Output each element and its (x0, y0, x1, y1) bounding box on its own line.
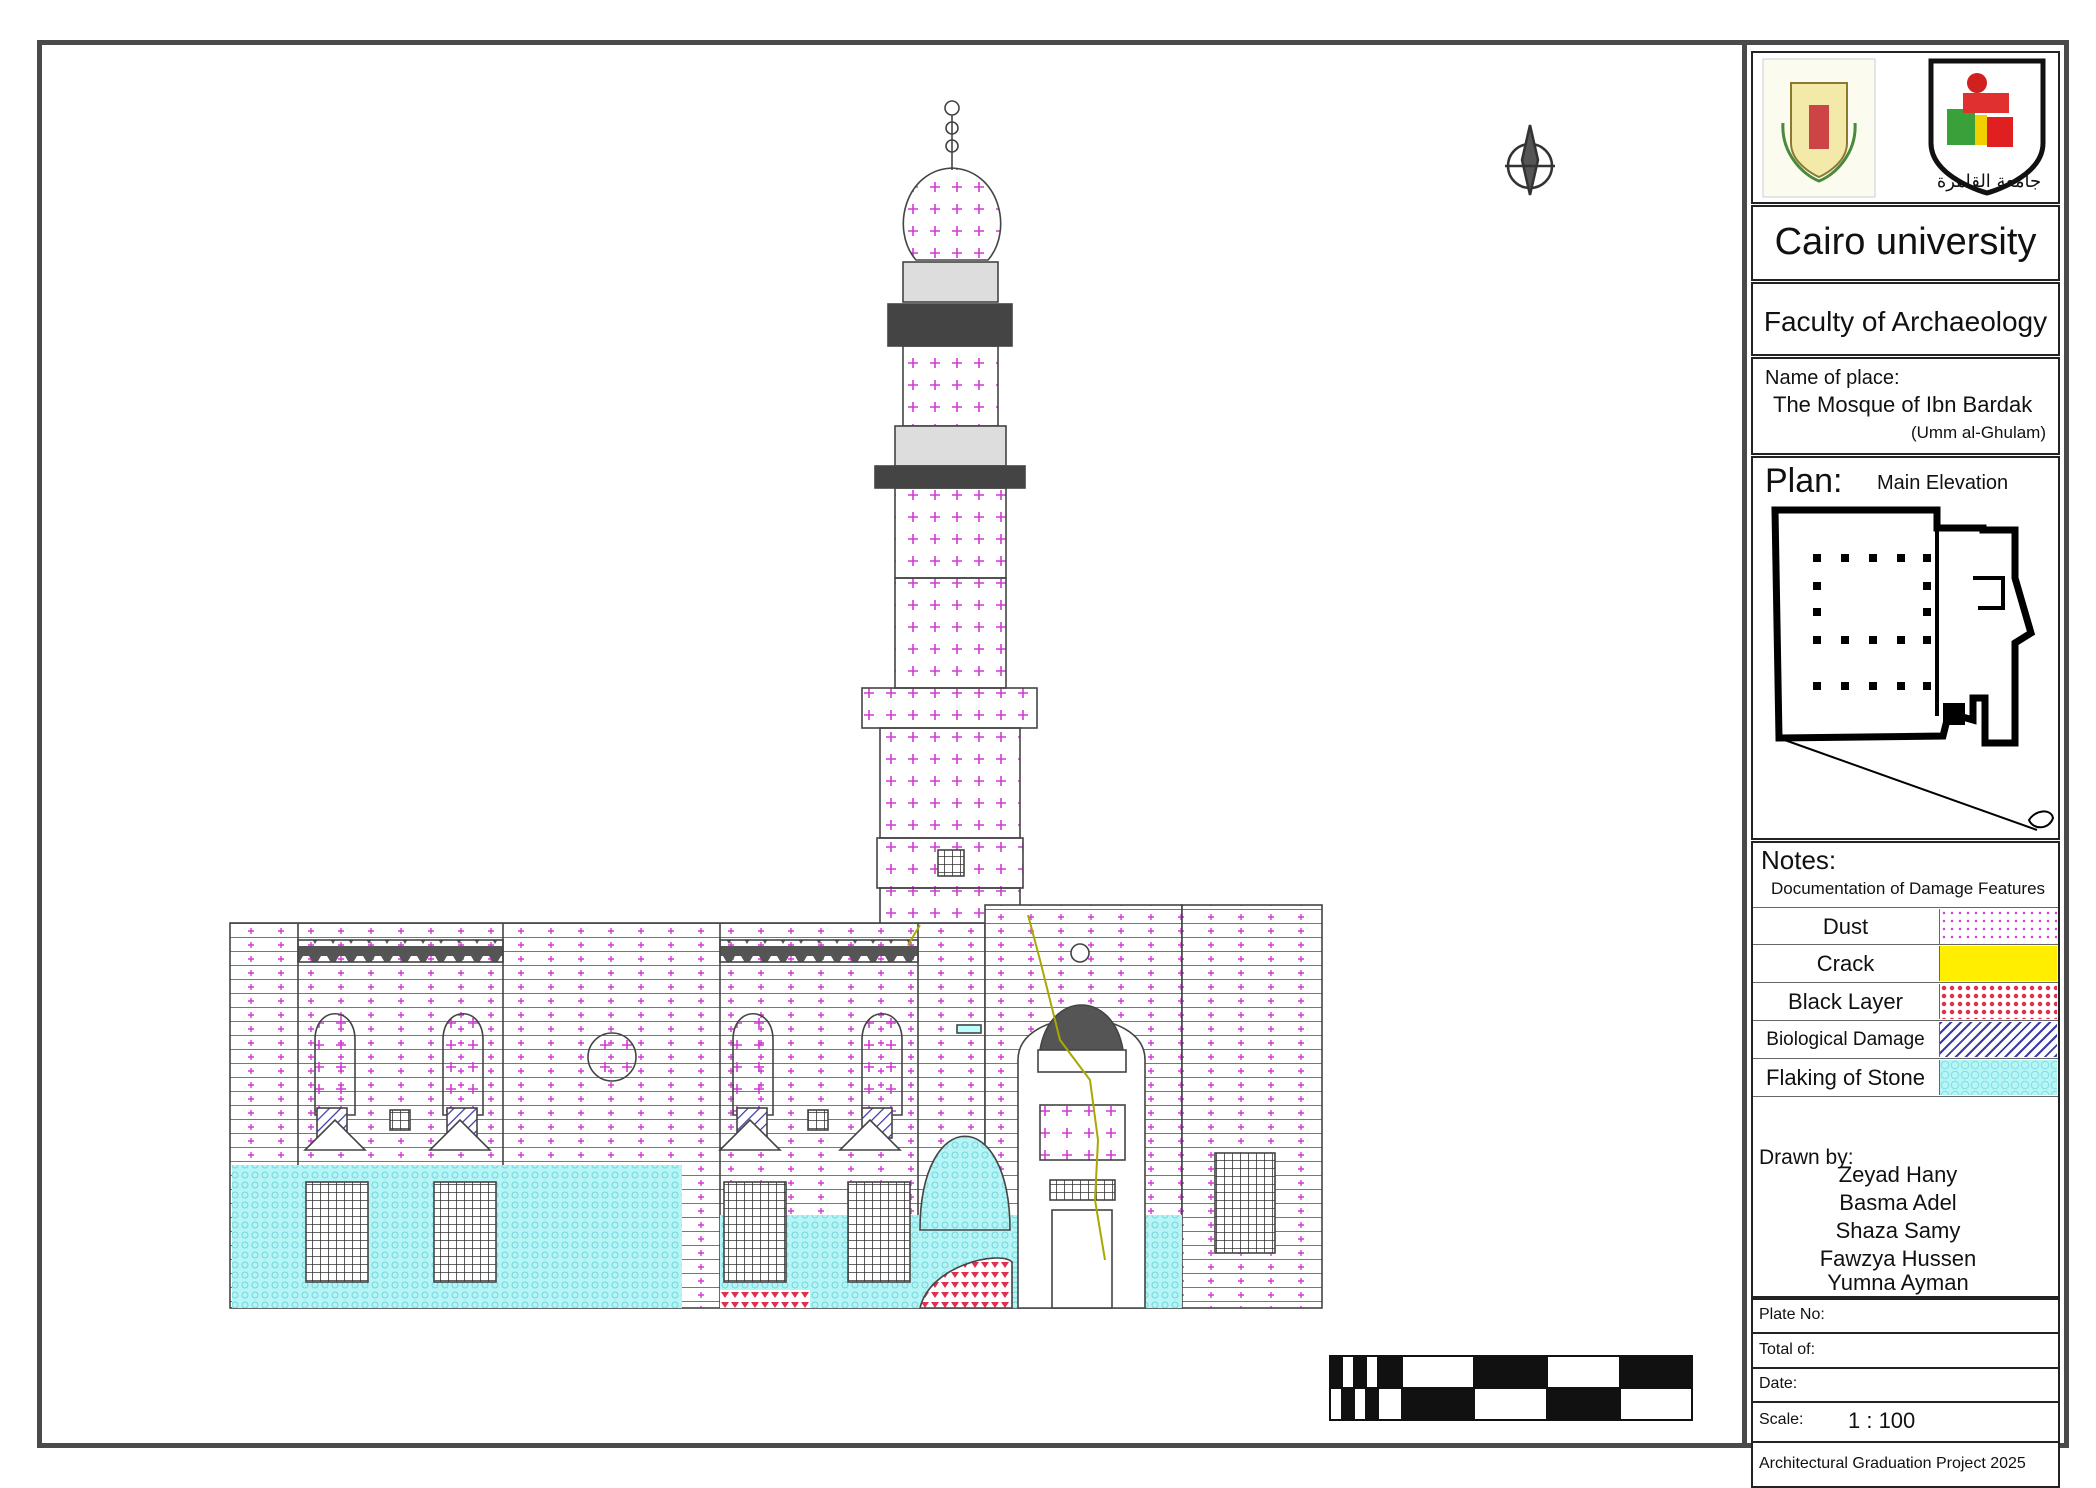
scale-bar (1329, 1355, 1693, 1421)
scale-label: Scale: (1759, 1411, 1804, 1428)
logos: جامعة القاهرة (1762, 58, 2046, 198)
elevation-drawing (229, 100, 1693, 1421)
scale-row: Scale: 1 : 100 (1753, 1403, 2058, 1443)
north-arrow-icon (1505, 124, 1555, 196)
faculty-panel: Faculty of Archaeology (1751, 282, 2060, 356)
drafter-name: Zeyad Hany (1838, 1162, 1958, 1187)
plan-view: Main Elevation (1877, 472, 2009, 494)
plan-label: Plan: (1765, 462, 1843, 500)
place-panel: Name of place: The Mosque of Ibn Bardak … (1751, 357, 2060, 455)
minaret (861, 100, 1038, 925)
site-plan-diagram (1771, 506, 2055, 831)
biological-swatch (1939, 1022, 2057, 1057)
legend-label: Dust (1822, 914, 1869, 939)
plate-label: Plate No: (1759, 1306, 1825, 1323)
flaking-swatch (1939, 1060, 2057, 1095)
drafter-name: Basma Adel (1839, 1190, 1957, 1215)
faculty-name: Faculty of Archaeology (1763, 306, 2048, 337)
drafter-name: Fawzya Hussen (1819, 1246, 1977, 1271)
legend-row-black-layer: Black Layer (1753, 983, 2058, 1021)
sheet-frame (37, 40, 2069, 1448)
legend-label: Black Layer (1788, 989, 1903, 1014)
university-panel: Cairo university (1751, 205, 2060, 281)
drawn-by-label: Drawn by: (1759, 1146, 1854, 1169)
crack-swatch (1939, 946, 2057, 981)
date-label: Date: (1759, 1375, 1798, 1392)
notes-label: Notes: (1761, 845, 1837, 875)
plate-info-panel: Plate No: Total of: Date: Scale: 1 : 100… (1751, 1298, 2060, 1488)
project-name: Architectural Graduation Project 2025 (1759, 1455, 2026, 1472)
drawn-by-panel: Drawn by: Zeyad Hany Basma Adel Shaza Sa… (1751, 1142, 2060, 1298)
legend-row-flaking: Flaking of Stone (1753, 1059, 2058, 1097)
legend-label: Flaking of Stone (1766, 1065, 1925, 1090)
place-alt-name: (Umm al-Ghulam) (1910, 423, 2046, 442)
logo-script: جامعة القاهرة (1937, 171, 2041, 192)
legend-label: Crack (1816, 951, 1875, 976)
legend-row-crack: Crack (1753, 945, 2058, 983)
cairo-university-logo (1928, 58, 2046, 196)
notes-panel: Notes: Documentation of Damage Features … (1751, 841, 2060, 1165)
project-row: Architectural Graduation Project 2025 (1753, 1443, 2058, 1486)
notes-text: Documentation of Damage Features (1771, 879, 2046, 898)
place-label: Name of place: (1765, 367, 1900, 389)
plan-panel: Plan: Main Elevation (1751, 456, 2060, 840)
total-label: Total of: (1759, 1341, 1816, 1358)
drafter-name: Yumna Ayman (1827, 1270, 1969, 1295)
legend-row-biological: Biological Damage (1753, 1021, 2058, 1059)
plate-row: Plate No: (1753, 1300, 2058, 1334)
date-row: Date: (1753, 1369, 2058, 1403)
legend-row-dust: Dust (1753, 907, 2058, 945)
title-block: جامعة القاهرة Cairo university Faculty o… (1742, 45, 2064, 1488)
legend-label: Biological Damage (1766, 1029, 1925, 1050)
logo-panel: جامعة القاهرة (1751, 51, 2060, 204)
facade (229, 904, 1323, 1309)
drafter-name: Shaza Samy (1835, 1218, 1961, 1243)
faculty-of-archaeology-logo (1762, 58, 1876, 198)
dust-swatch (1939, 909, 2057, 944)
total-row: Total of: (1753, 1334, 2058, 1369)
place-name: The Mosque of Ibn Bardak (1773, 392, 2033, 417)
scale-value: 1 : 100 (1848, 1408, 1916, 1433)
black-layer-swatch (1939, 984, 2057, 1019)
university-name: Cairo university (1774, 221, 2037, 263)
